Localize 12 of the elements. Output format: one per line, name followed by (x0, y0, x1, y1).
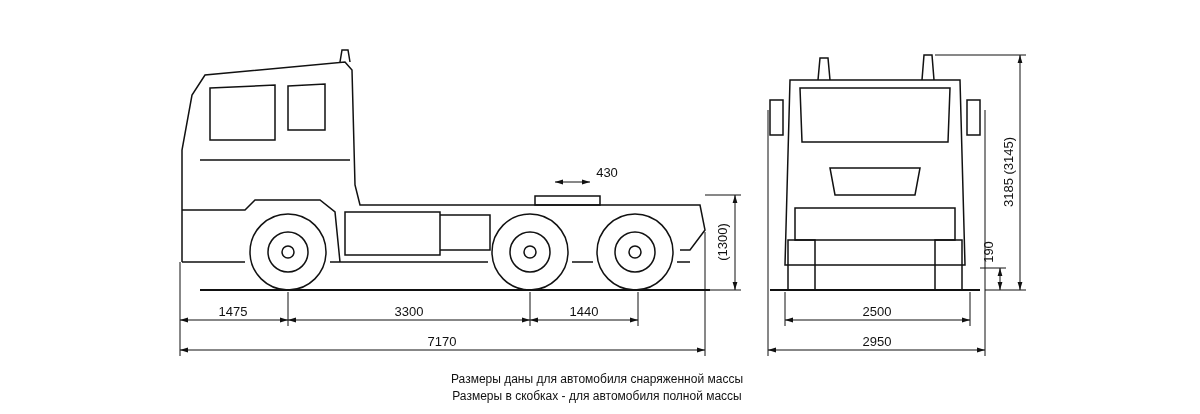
note-text: Размеры в скобках - для автомобиля полной массы (452, 390, 742, 402)
note-text: Размеры даны для автомобиля снаряженной массы (451, 373, 743, 385)
dimension-label: 2500 (862, 304, 892, 318)
dimension-label: 430 (596, 165, 618, 179)
dimension-label: 7170 (427, 334, 457, 348)
dimension-label: 2950 (862, 334, 892, 348)
dimension-label: (1300) (715, 223, 729, 261)
dimension-label: 3185 (3145) (1001, 136, 1015, 208)
dimension-label: 1440 (569, 304, 599, 318)
dimension-label: 1475 (218, 304, 248, 318)
dimension-label: 3300 (394, 304, 424, 318)
dimension-label: 190 (981, 241, 995, 263)
